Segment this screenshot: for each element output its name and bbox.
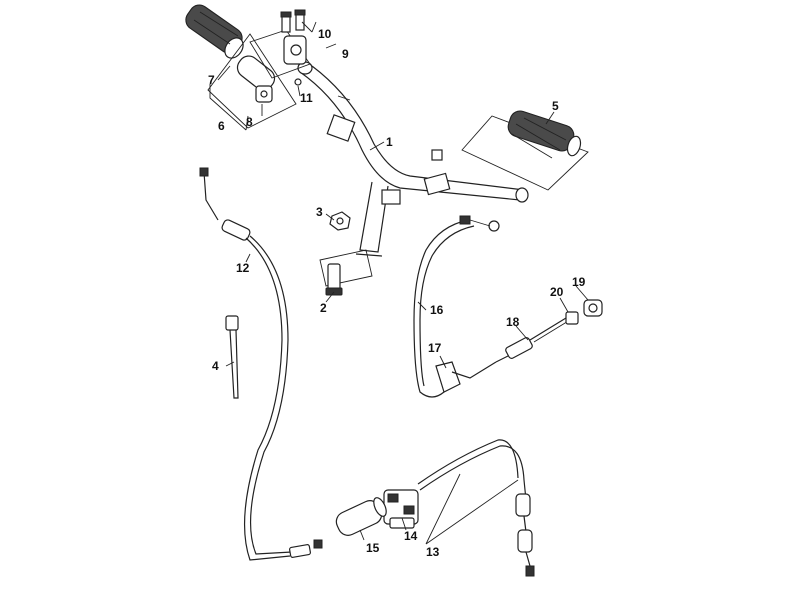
cable-13: [417, 439, 535, 577]
callout-9: 9: [342, 47, 349, 61]
handlebar-nut: [329, 211, 351, 231]
cable-bracket: [435, 361, 497, 393]
cable-adjuster: [495, 317, 571, 363]
callout-12: 12: [236, 261, 250, 275]
callout-7: 7: [208, 73, 215, 87]
callout-6: 6: [218, 119, 225, 133]
switch-housing: [383, 489, 419, 529]
callout-3: 3: [316, 205, 323, 219]
adjuster-locknut: [583, 299, 603, 317]
cable-12: [199, 167, 323, 561]
leader-lines: [209, 21, 589, 545]
handlebar: [297, 61, 529, 257]
callout-10: 10: [318, 27, 332, 41]
callout-20: 20: [550, 285, 564, 299]
callout-1: 1: [386, 135, 393, 149]
callout-11: 11: [300, 91, 313, 105]
callout-labels: 1 2 3 4 5 6 7 8 9 10 11 12 13 14 15 16 1…: [208, 27, 586, 559]
handlebar-bolt: [319, 249, 373, 296]
adjuster-nut: [565, 311, 579, 325]
callout-16: 16: [430, 303, 444, 317]
throttle-grip-tube: [335, 497, 387, 536]
callout-8: 8: [246, 115, 253, 129]
callout-2: 2: [320, 301, 327, 315]
callout-17: 17: [428, 341, 442, 355]
throttle-housing: [249, 9, 311, 86]
callout-15: 15: [366, 541, 380, 555]
callout-18: 18: [506, 315, 520, 329]
callout-5: 5: [552, 99, 559, 113]
left-grip: [185, 4, 244, 59]
callout-19: 19: [572, 275, 586, 289]
callout-13: 13: [426, 545, 440, 559]
callout-4: 4: [212, 359, 219, 373]
cable-tie: [225, 315, 239, 399]
right-grip: [461, 110, 589, 191]
callout-14: 14: [404, 529, 418, 543]
throttle-tube: [207, 33, 297, 129]
cable-16: [413, 215, 500, 398]
